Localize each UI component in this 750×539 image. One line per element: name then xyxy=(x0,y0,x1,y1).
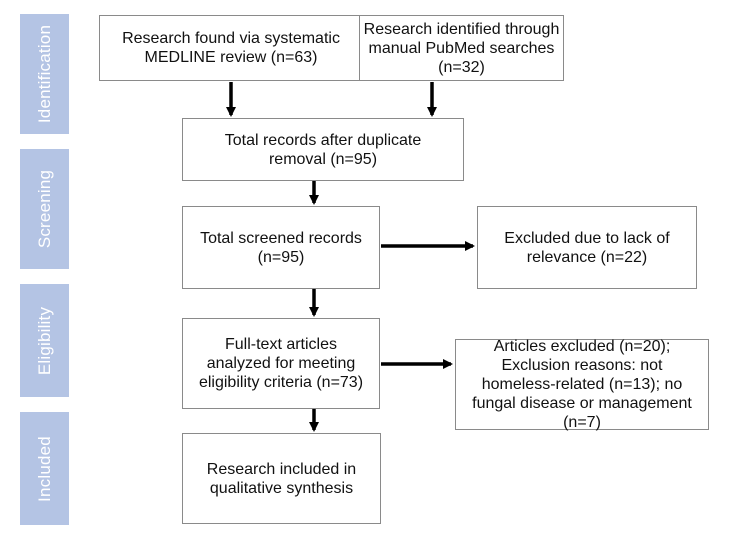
box-pubmed-text: Research identified through manual PubMe… xyxy=(363,20,560,76)
box-medline-text: Research found via systematic MEDLINE re… xyxy=(122,30,340,66)
box-fulltext-text: Full-text articles analyzed for meeting … xyxy=(198,336,364,391)
stage-eligibility: Eligibility xyxy=(20,284,69,397)
box-excluded-relevance-text: Excluded due to lack of relevance (n=22) xyxy=(504,229,670,266)
box-excluded-articles-text: Articles excluded (n=20); Exclusion reas… xyxy=(472,338,692,431)
box-excluded-articles: Articles excluded (n=20); Exclusion reas… xyxy=(455,338,709,431)
box-included-text: Research included in qualitative synthes… xyxy=(206,460,357,497)
stage-screening: Screening xyxy=(20,149,69,269)
box-duplicate-removal: Total records after duplicate removal (n… xyxy=(182,118,464,181)
box-included-synthesis: Research included in qualitative synthes… xyxy=(182,433,381,524)
box-screened-records: Total screened records (n=95) xyxy=(182,206,380,289)
box-excluded-relevance: Excluded due to lack of relevance (n=22) xyxy=(477,206,697,289)
box-fulltext-articles: Full-text articles analyzed for meeting … xyxy=(182,318,380,409)
box-medline-records: Research found via systematic MEDLINE re… xyxy=(99,15,363,81)
box-pubmed-records: Research identified through manual PubMe… xyxy=(359,15,564,81)
box-dedup-text: Total records after duplicate removal (n… xyxy=(224,131,422,168)
stage-included: Included xyxy=(20,412,69,525)
stage-identification: Identification xyxy=(20,14,69,134)
box-screened-text: Total screened records (n=95) xyxy=(200,229,362,266)
